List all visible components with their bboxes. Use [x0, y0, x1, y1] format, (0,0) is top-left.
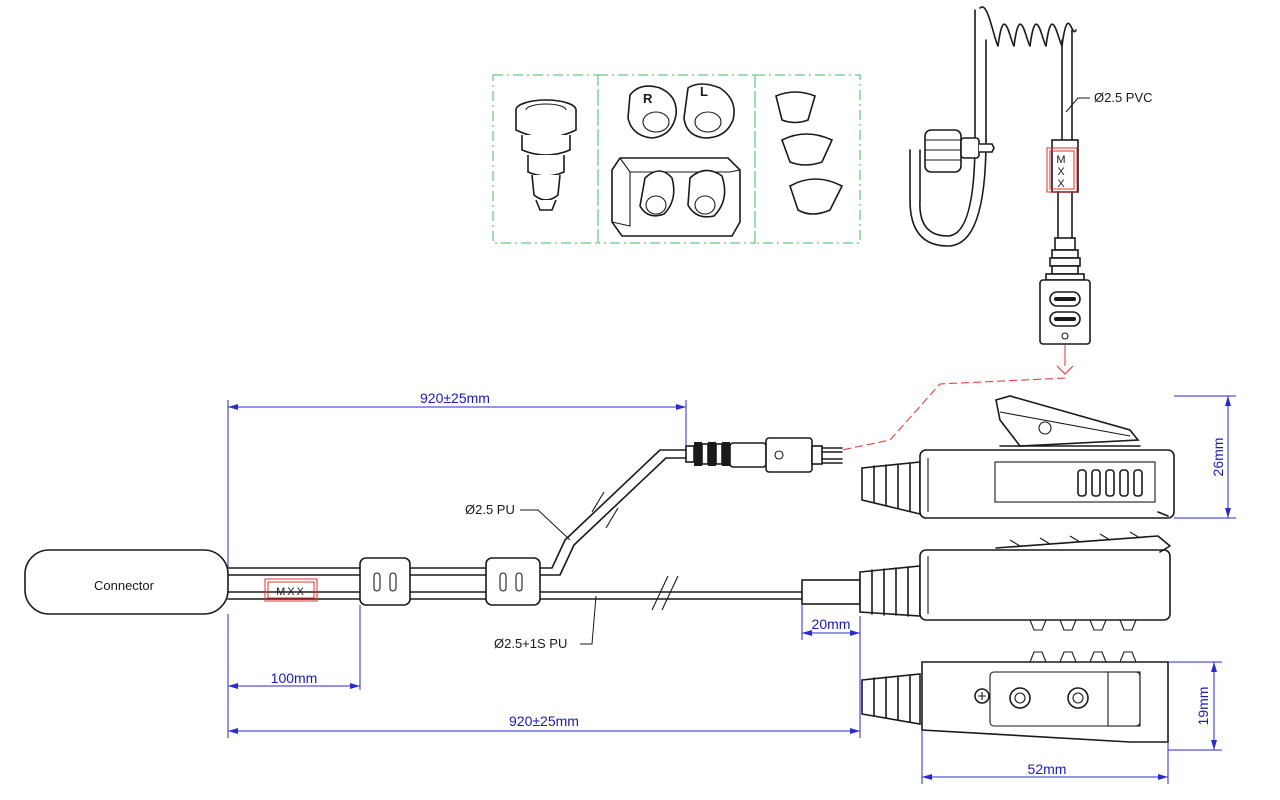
marker-letter-x2: X — [1057, 178, 1066, 190]
earmold-left-letter: L — [700, 84, 708, 99]
ptt-top-view — [861, 395, 1175, 519]
ear-adapter-icon — [515, 99, 577, 211]
ptt-back-view — [861, 651, 1169, 743]
earmold-set-icon: R L — [611, 83, 741, 237]
cable-splitter-2 — [485, 557, 541, 606]
pu-callout: Ø2.5 PU — [465, 502, 571, 541]
dim-ptt-width: 52mm — [921, 730, 1169, 784]
main-cables — [227, 449, 803, 611]
pu1s-cable-label: Ø2.5+1S PU — [494, 636, 567, 651]
foam-tips-icon — [775, 91, 844, 215]
earmold-right-letter: R — [643, 91, 653, 106]
connection-indicator — [841, 345, 1074, 451]
dim-ptt-height-bottom: 19mm — [1168, 661, 1222, 751]
pu1s-callout: Ø2.5+1S PU — [494, 595, 597, 651]
mxx-marker-vertical: M X X — [1046, 147, 1078, 193]
dim-ptt-height-bottom-text: 19mm — [1195, 687, 1211, 726]
marker-letter-m: M — [1056, 154, 1067, 166]
frame-foam-tips — [754, 74, 861, 244]
earpiece-plug-icon — [1039, 237, 1091, 345]
dim-split: 100mm — [227, 605, 361, 738]
dim-bottom-length: 920±25mm — [228, 616, 861, 738]
coiled-tube-icon — [909, 6, 1079, 247]
dim-ptt-height-top-text: 26mm — [1210, 438, 1226, 477]
accessory-frames — [492, 74, 861, 244]
ptt-side-view — [801, 531, 1171, 631]
dim-ptt-width-text: 52mm — [1028, 761, 1067, 777]
dim-bottom-length-text: 920±25mm — [509, 713, 579, 729]
marker-text: MXX — [276, 586, 306, 598]
dim-split-text: 100mm — [271, 670, 318, 686]
earpiece-jack-icon — [685, 437, 843, 473]
marker-letter-x1: X — [1057, 166, 1066, 178]
dim-strain: 20mm — [801, 604, 860, 640]
dim-top-length: 920±25mm — [227, 390, 687, 568]
dim-top-length-text: 920±25mm — [420, 390, 490, 406]
pvc-callout: Ø2.5 PVC — [1065, 90, 1153, 113]
dim-strain-text: 20mm — [812, 616, 851, 632]
connector-body: Connector — [24, 549, 229, 615]
connector-label: Connector — [94, 578, 155, 593]
mxx-marker-horizontal: MXX — [264, 578, 318, 602]
cable-splitter-1 — [359, 557, 411, 606]
pu-cable-label: Ø2.5 PU — [465, 502, 515, 517]
dim-ptt-height-top: 26mm — [1174, 395, 1236, 519]
pvc-cable-label: Ø2.5 PVC — [1094, 90, 1153, 105]
